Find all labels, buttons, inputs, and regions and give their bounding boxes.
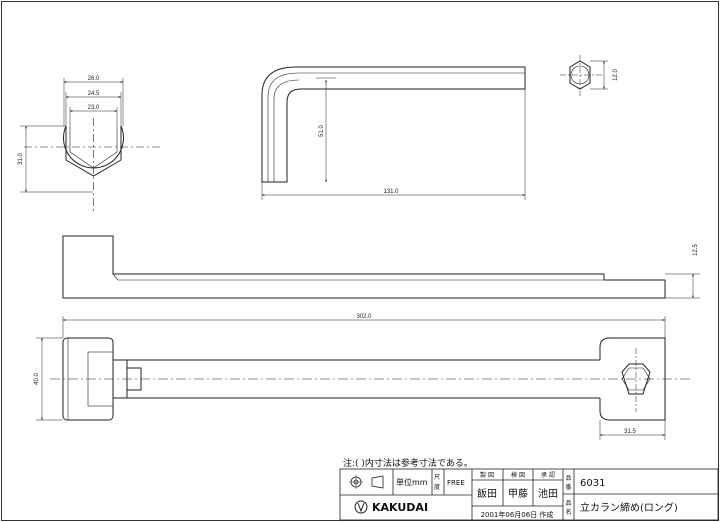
unit-label: 単位mm <box>396 477 428 487</box>
role-checked: 検 図 <box>511 471 525 479</box>
plan-view <box>36 316 690 440</box>
dim-slot-outer: 26.0 <box>88 76 100 82</box>
dim-slot-mid: 24.5 <box>88 91 100 97</box>
creation-date: 2001年06月06日 作成 <box>481 510 554 519</box>
part-number: 6031 <box>580 478 605 489</box>
dim-hex-offset: 31.5 <box>624 429 636 435</box>
role-approved: 承 認 <box>541 471 555 479</box>
part-name: 立カラン締め(ロング) <box>580 501 678 514</box>
dim-slot-inner: 23.0 <box>88 105 100 111</box>
person-checked: 甲藤 <box>508 488 528 500</box>
company-logo-text: KAKUDAI <box>372 501 428 514</box>
bent-handle-view <box>261 66 526 200</box>
person-drafted: 飯田 <box>477 487 497 500</box>
side-elevation-view <box>62 235 700 299</box>
dim-total-length: 302.0 <box>356 314 372 320</box>
title-block <box>339 468 719 521</box>
reference-note: 注:( )内寸法は参考寸法である。 <box>343 457 473 469</box>
role-drafted: 製 図 <box>480 471 494 479</box>
name-label-1: 品 <box>565 500 571 507</box>
dim-side-height: 12.5 <box>693 244 699 256</box>
dim-bend-height: 51.0 <box>319 125 325 137</box>
dim-hex-size: 12.0 <box>613 69 619 81</box>
kakudai-logo: KAKUDAI <box>354 500 428 514</box>
dim-head-height: 31.0 <box>18 153 24 165</box>
scale-label-2: 度 <box>434 483 440 491</box>
dim-body-width: 40.0 <box>34 373 40 385</box>
dim-bend-length: 131.0 <box>383 189 399 195</box>
person-approved: 池田 <box>538 487 558 500</box>
scale-value: FREE <box>447 479 465 487</box>
name-label-2: 名 <box>565 508 571 516</box>
code-label-1: 品 <box>565 475 571 482</box>
code-label-2: 番 <box>565 484 571 491</box>
hex-nut-view <box>560 55 608 96</box>
socket-end-view <box>20 78 160 212</box>
scale-label-1: 尺 <box>434 474 440 481</box>
